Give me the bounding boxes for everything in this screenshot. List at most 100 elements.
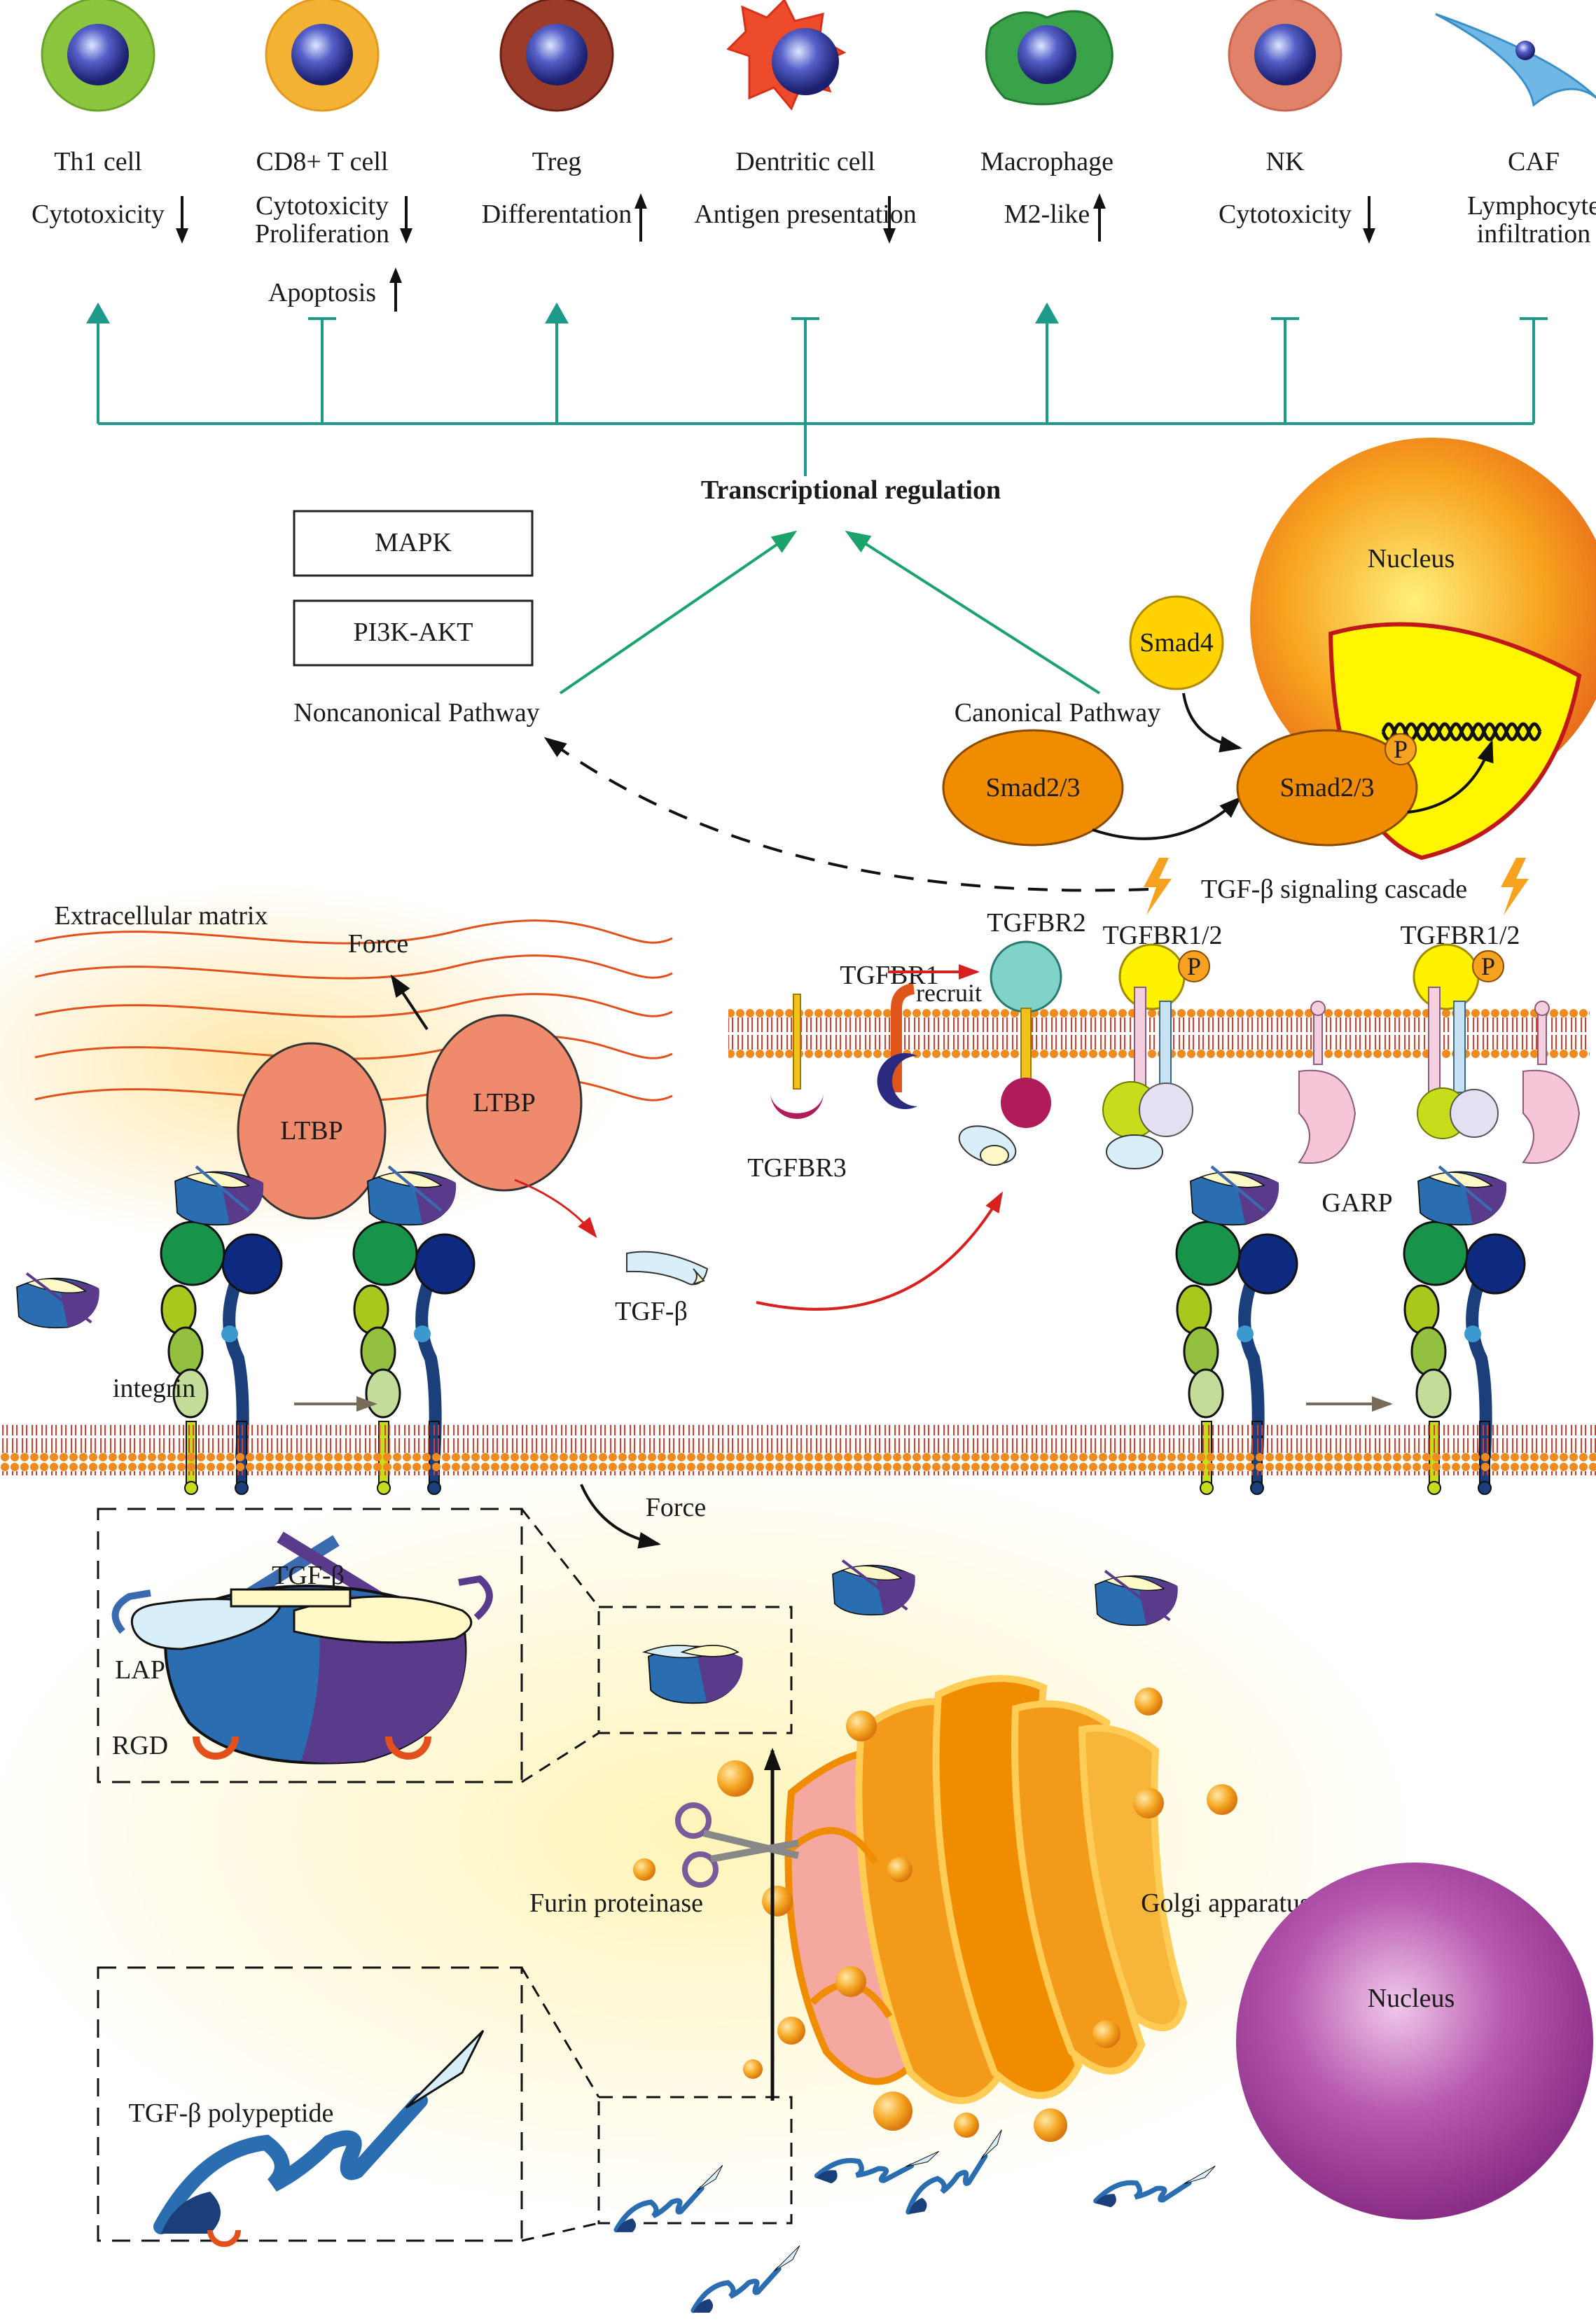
- down-arrow-icon: [883, 196, 896, 244]
- latent-tgf-beta-label: TGF-β: [272, 1561, 345, 1590]
- signaling-cascade-label: TGF-β signaling cascade: [1201, 875, 1467, 904]
- tgf-beta-dimer-icon: [958, 1125, 1017, 1166]
- smad23-left: Smad2/3: [942, 729, 1124, 847]
- poly-zoom-connector-1: [520, 1967, 600, 2098]
- golgi-vesicles: [633, 1688, 1237, 2142]
- cell-effect: Cytotoxicity: [32, 200, 165, 229]
- inhibition-branch: [1271, 317, 1299, 424]
- small-polypeptides: [613, 2129, 1216, 2313]
- vesicle: [1092, 2020, 1120, 2048]
- tgfbr12-complex-b: [1413, 943, 1504, 1139]
- tgfbr3-label: TGFBR3: [747, 1153, 846, 1183]
- inhibition-branch: [1520, 317, 1548, 424]
- integrin-2: [1175, 1165, 1298, 1495]
- recruit-label: recruit: [916, 979, 982, 1007]
- cell-name: CD8+ T cell: [256, 147, 389, 176]
- tgfbr1: [877, 983, 917, 1109]
- pi3k-akt-label: PI3K-AKT: [354, 618, 473, 647]
- force-top-arrow: [390, 974, 429, 1031]
- cell-effect: Differentation: [482, 200, 632, 229]
- caf-nucleus: [1515, 41, 1535, 60]
- noncanonical-arrow: [559, 530, 798, 695]
- mapk-label: MAPK: [375, 528, 452, 557]
- cell-name: Macrophage: [980, 147, 1113, 176]
- integrin-1: [352, 1165, 476, 1495]
- tgfbr3: [770, 994, 824, 1119]
- latent-complex-zoom-box: [97, 1508, 523, 1783]
- extracellular-matrix-fibers: [34, 919, 673, 1102]
- vesicle: [743, 2059, 763, 2079]
- bottom-nucleus-label: Nucleus: [1368, 1984, 1455, 2013]
- integrin-label: integrin: [113, 1374, 195, 1403]
- source-latent-complex: [642, 1645, 743, 1704]
- lower-cell-membrane: [0, 1425, 1596, 1475]
- released-tgf-beta: [626, 1251, 709, 1286]
- ltbp-a-label: LTBP: [280, 1116, 342, 1146]
- large-latent-complex: [111, 1531, 493, 1765]
- vesicle: [873, 2092, 913, 2131]
- furin-label: Furin proteinase: [529, 1888, 703, 1918]
- smad23-right-label: Smad2/3: [1279, 773, 1374, 802]
- pi3k-akt-box: PI3K-AKT: [293, 599, 534, 667]
- smad23-phosphorylation-arrow: [1092, 796, 1242, 840]
- small-polypeptide-1: [814, 2150, 940, 2184]
- ecm-label: Extracellular matrix: [55, 901, 268, 931]
- smad4-to-smad23-arrow: [1182, 693, 1242, 753]
- cell-nucleus: [67, 24, 129, 85]
- activation-branch: [86, 302, 110, 424]
- lightning-icon: [1144, 858, 1529, 915]
- tgfbr12-a-phospho: P: [1187, 952, 1201, 980]
- garp-b: [1522, 1001, 1581, 1164]
- cell-name: Treg: [532, 147, 581, 176]
- cell-effect-2: infiltration: [1477, 219, 1591, 249]
- small-latent-complex-1: [832, 1559, 915, 1616]
- down-arrow-icon: [400, 196, 412, 244]
- latent-complex-source-box: [597, 1606, 793, 1734]
- tgfbr2-label: TGFBR2: [987, 908, 1085, 938]
- small-latent-complex-0: [16, 1272, 99, 1329]
- force-top-label: Force: [348, 929, 409, 959]
- polypeptide-label: TGF-β polypeptide: [129, 2099, 334, 2128]
- caf-body: [1435, 13, 1596, 107]
- canonical-pathway-label: Canonical Pathway: [955, 698, 1160, 728]
- tgfbr12-a-label: TGFBR1/2: [1102, 921, 1222, 950]
- top-nucleus-label: Nucleus: [1368, 544, 1455, 573]
- vesicle: [1133, 1788, 1164, 1818]
- force-bottom-arrow: [580, 1484, 661, 1549]
- cell-name: Dentritic cell: [735, 147, 875, 176]
- activation-branch: [1035, 302, 1059, 424]
- activation-branch: [545, 302, 569, 424]
- tgfbr12-complex-a: [1102, 943, 1210, 1169]
- vesicle: [762, 1886, 793, 1916]
- cell-effect-2: Proliferation: [255, 219, 389, 249]
- released-tgf-beta-label: TGF-β: [615, 1297, 688, 1326]
- tgfbr2: [990, 940, 1062, 1128]
- cell-name: CAF: [1508, 147, 1560, 176]
- cell-extra-effect: Apoptosis: [268, 278, 376, 307]
- garp-label: GARP: [1321, 1188, 1392, 1218]
- tgfbr12-b-phospho: P: [1481, 952, 1495, 980]
- down-arrow-icon: [1363, 196, 1375, 244]
- vesicle: [777, 2017, 805, 2045]
- canonical-arrow: [845, 530, 1101, 695]
- vesicle: [1207, 1784, 1237, 1815]
- down-arrow-icon: [176, 196, 188, 244]
- dendritic-nucleus: [772, 28, 839, 95]
- up-arrow-icon: [634, 193, 647, 242]
- vesicle: [887, 1857, 913, 1882]
- cell-name: NK: [1266, 147, 1305, 176]
- vesicle: [717, 1760, 754, 1797]
- poly-zoom-connector-2: [521, 2222, 599, 2242]
- golgi-apparatus: [784, 1675, 1188, 2104]
- tgfbr12-b-label: TGFBR1/2: [1400, 921, 1520, 950]
- force-bottom-label: Force: [646, 1493, 707, 1522]
- signaling-cascade-dashed-arrow: [543, 737, 1149, 892]
- inhibition-branch: [791, 317, 819, 424]
- up-arrow-icon: [1093, 193, 1106, 242]
- large-polypeptide: [153, 2029, 485, 2247]
- ltbp-a: LTBP: [237, 1042, 387, 1220]
